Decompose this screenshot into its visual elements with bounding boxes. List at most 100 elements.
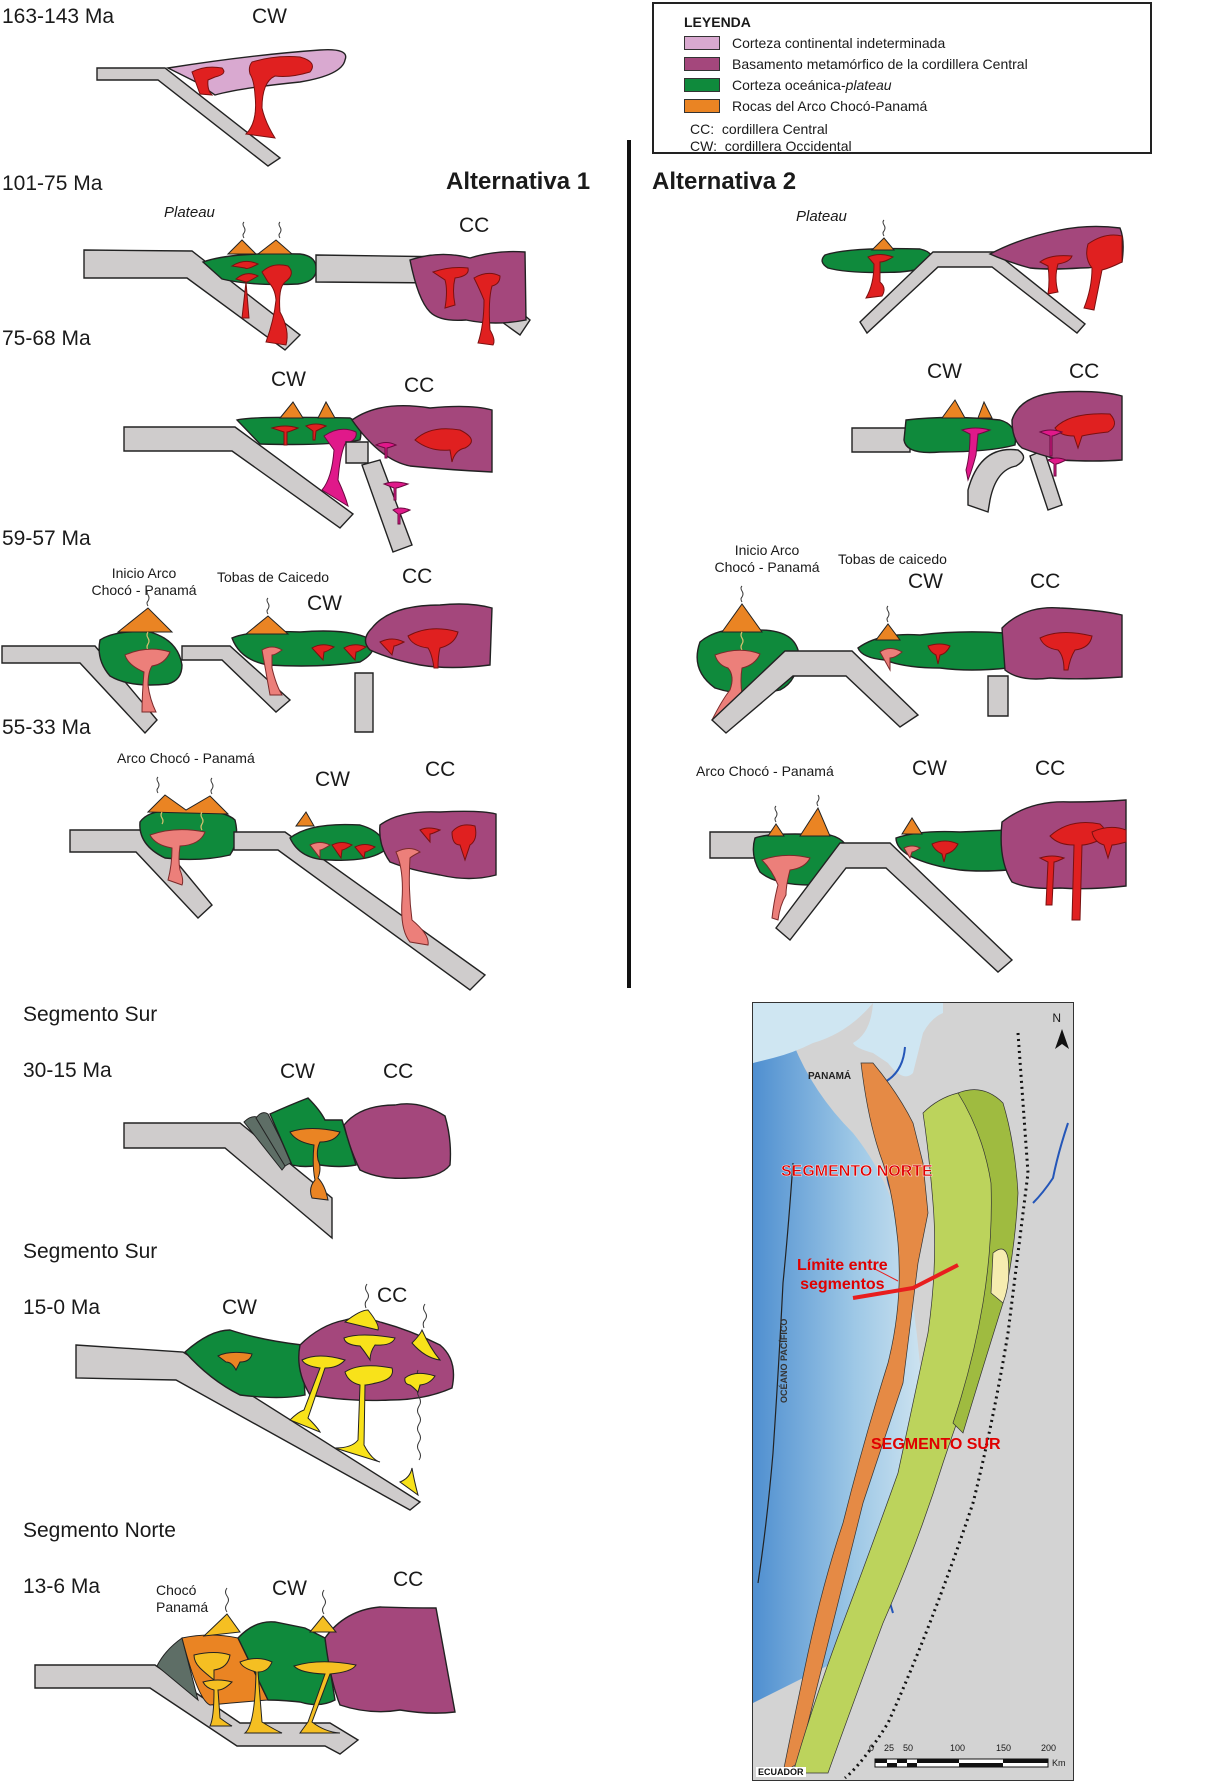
cw-label: CW	[307, 592, 342, 615]
scale-tick: 100	[950, 1743, 966, 1753]
magma-conduit	[740, 631, 744, 651]
eruption-plume	[278, 221, 282, 239]
magma-body	[191, 66, 225, 96]
magma-body	[960, 427, 992, 482]
magma-body	[293, 1661, 357, 1734]
stage-age-label: 163-143 Ma	[2, 5, 115, 28]
magma-body	[473, 272, 501, 346]
legend-swatch	[684, 35, 720, 50]
magma-body	[331, 842, 377, 860]
metamorphic-basement	[409, 250, 527, 324]
magma-body	[1054, 413, 1115, 450]
tobas-label: Tobas de Caicedo	[217, 569, 330, 585]
magma-body	[309, 842, 332, 860]
caribbean-sea	[753, 1003, 873, 1063]
cw-label: CW	[315, 768, 350, 791]
detached-slab	[354, 672, 374, 733]
subducting-slab	[123, 1122, 333, 1240]
volcano	[875, 623, 901, 641]
magma-body	[244, 56, 313, 139]
magma-body	[927, 643, 951, 665]
arc-label: Arco Chocó - Panamá	[117, 750, 255, 766]
magma-body	[311, 644, 368, 662]
boundary-label-line-2: segmentos	[800, 1276, 885, 1293]
subducting-slab	[859, 251, 1087, 335]
segmento-sur-label: SEGMENTO SUR	[871, 1436, 1001, 1453]
volcano	[244, 615, 290, 635]
subducting-slab	[75, 1344, 422, 1511]
subducting-slab	[775, 842, 1014, 973]
eruption-plume	[225, 1587, 326, 1615]
tobas-label: Tobas de caicedo	[838, 551, 947, 567]
magma-body	[239, 1658, 283, 1734]
legend-swatch	[684, 98, 720, 113]
alternatives-divider	[627, 140, 631, 988]
magma-body	[261, 264, 292, 346]
magma-body	[398, 1467, 419, 1497]
boundary-label-line-1: Límite entre	[797, 1257, 888, 1274]
legend-swatch	[684, 77, 720, 92]
legend-label: Corteza continental indeterminada	[732, 34, 946, 51]
gulf-of-uraba	[853, 1003, 943, 1077]
magma-body	[202, 1679, 233, 1727]
legend-label: Basamento metamórfico de la cordillera C…	[732, 55, 1028, 72]
eruption-plume	[774, 794, 820, 823]
north-label: N	[1052, 1011, 1061, 1025]
volcano	[116, 607, 174, 633]
metamorphic-basement	[343, 1103, 452, 1180]
cc-label: CC	[1069, 360, 1100, 383]
subducting-slab	[851, 427, 911, 453]
stage-age-label: 55-33 Ma	[2, 716, 91, 739]
stage-age-label: 15-0 Ma	[23, 1296, 101, 1319]
alternative-1-heading: Alternativa 1	[446, 168, 591, 195]
magma-body	[395, 848, 429, 946]
cc-label: CC	[402, 565, 433, 588]
country-label-ecuador: ECUADOR	[756, 1767, 806, 1777]
magma-body	[931, 840, 959, 863]
magma-body	[270, 425, 300, 446]
abbr-code: CW:	[690, 138, 717, 154]
cw-label: CW	[912, 757, 947, 780]
scale-tick: 50	[903, 1743, 914, 1753]
choco-line-2: Panamá	[156, 1599, 209, 1615]
subducting-slab	[96, 67, 282, 167]
abbr-meaning: cordillera Occidental	[724, 138, 852, 154]
magma-body	[1038, 429, 1068, 477]
subducting-slab	[181, 645, 292, 713]
subducting-slab	[710, 650, 920, 734]
legend-box: LEYENDA Corteza continental indeterminad…	[652, 2, 1152, 154]
cw-label: CW	[280, 1060, 315, 1083]
abbr-code: CC:	[690, 121, 715, 137]
magma-body	[193, 1652, 231, 1682]
magma-body	[124, 648, 171, 713]
eruption-plume	[740, 585, 744, 603]
magma-body	[407, 628, 459, 669]
eruption-plume	[886, 605, 890, 623]
arc-start-line-2: Chocó - Panamá	[714, 559, 820, 575]
cw-label: CW	[908, 570, 943, 593]
scale-tick: 200	[1041, 1743, 1057, 1753]
legend-item-oceanic: Corteza oceánica-plateau	[684, 76, 892, 93]
romeral-fault	[844, 1032, 1030, 1780]
magma-body	[1091, 826, 1127, 860]
volcano	[901, 817, 923, 835]
volcano	[295, 811, 315, 827]
cc-label: CC	[425, 758, 456, 781]
alternative-2-heading: Alternativa 2	[652, 168, 797, 195]
boundary-label: Límite entre segmentos	[797, 1256, 888, 1294]
magma-body	[321, 428, 357, 508]
cc-label: CC	[404, 374, 435, 397]
cw-label: CW	[271, 368, 306, 391]
folded-slab	[967, 448, 1025, 513]
subducting-slab	[123, 426, 355, 529]
magma-body	[879, 648, 903, 672]
scale-tick: 25	[884, 1743, 895, 1753]
magma-body	[289, 1355, 346, 1433]
